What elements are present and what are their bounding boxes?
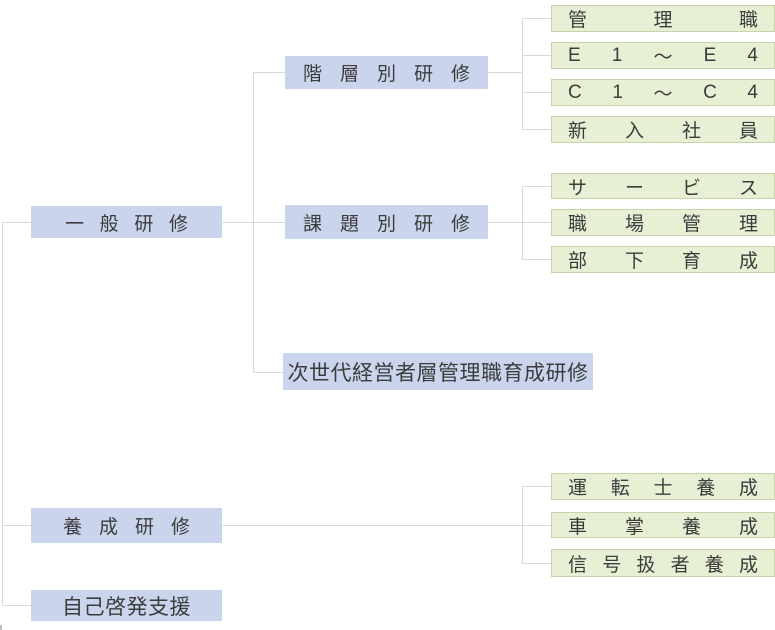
connector-stub-development <box>2 525 31 526</box>
node-driver-training: 運転士養成 <box>551 473 775 500</box>
connector-stub-service <box>522 186 551 187</box>
node-conductor-training: 車掌養成 <box>551 512 775 538</box>
node-service: サービス <box>551 173 775 199</box>
connector-stub-driver <box>522 486 551 487</box>
connector-stub-signal <box>522 563 551 564</box>
connector-stub-e1-e4 <box>522 55 551 56</box>
node-self-development-support: 自己啓発支援 <box>31 590 222 621</box>
node-subordinate-development: 部下育成 <box>551 246 775 273</box>
node-management: 管理職 <box>551 5 775 32</box>
node-workplace-management: 職場管理 <box>551 209 775 236</box>
connector-stub-c1-c4 <box>522 92 551 93</box>
connector-general-vertical <box>253 72 254 373</box>
connector-subject-to-leaves <box>488 222 551 223</box>
connector-stub-self-development <box>2 605 31 606</box>
node-signal-operator-training: 信号扱者養成 <box>551 549 775 577</box>
node-training-development: 養成研修 <box>31 508 222 543</box>
connector-development-vertical <box>522 486 523 563</box>
connector-development-to-leaves <box>222 525 551 526</box>
node-hierarchical-training: 階層別研修 <box>285 56 488 89</box>
connector-stub-new-employees <box>522 129 551 130</box>
node-next-gen-management-training: 次世代経営者層管理職育成研修 <box>283 353 593 390</box>
connector-hierarchical-vertical <box>522 18 523 130</box>
connector-hierarchical-to-leaves <box>488 72 522 73</box>
connector-stub-hierarchical <box>253 72 285 73</box>
connector-stub-subordinate <box>522 259 551 260</box>
connector-stub-next-gen <box>253 372 283 373</box>
connector-subject-vertical <box>522 186 523 260</box>
connector-stub-management <box>522 18 551 19</box>
connector-stub-general <box>2 222 31 223</box>
connector-root-vertical <box>2 222 3 605</box>
partial-edge-mark <box>0 625 2 630</box>
node-new-employees: 新入社員 <box>551 116 775 143</box>
node-subject-training: 課題別研修 <box>285 205 488 239</box>
node-general-training: 一般研修 <box>31 206 222 238</box>
